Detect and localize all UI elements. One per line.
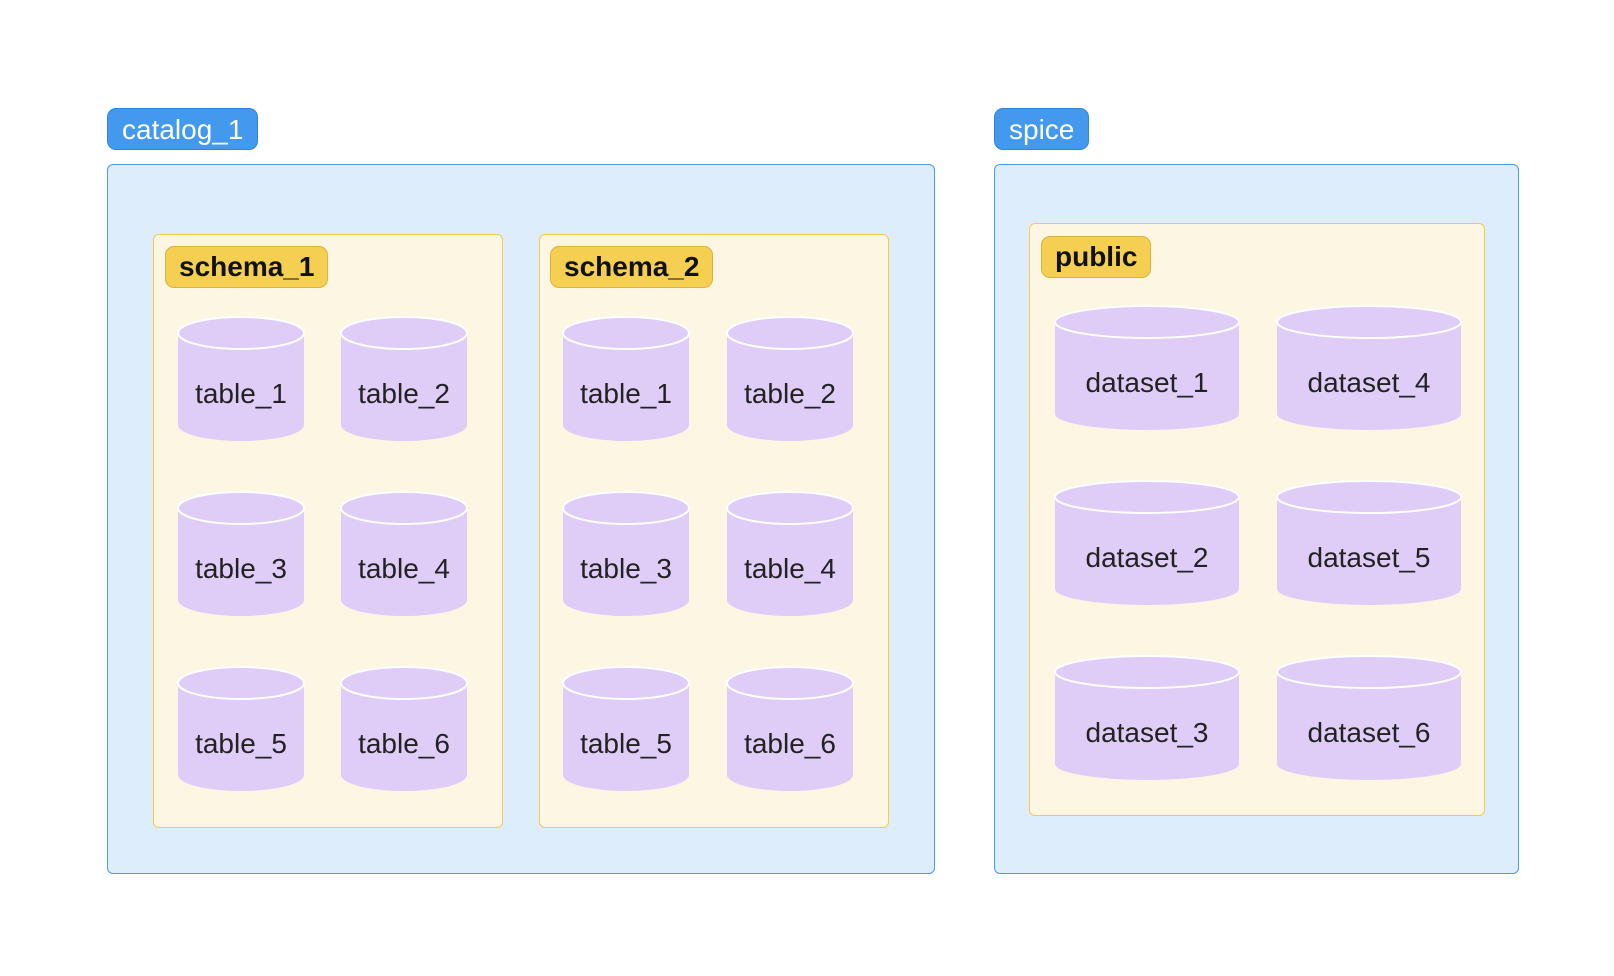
dataset-label: dataset_2 — [1086, 542, 1209, 573]
table-cylinder: table_3 — [562, 491, 690, 616]
dataset-cylinder: dataset_3 — [1054, 655, 1240, 780]
dataset-cylinder: dataset_5 — [1276, 480, 1462, 605]
table-cylinder: table_4 — [726, 491, 854, 616]
dataset-cylinder: dataset_1 — [1054, 305, 1240, 430]
dataset-cylinder: dataset_2 — [1054, 480, 1240, 605]
dataset-cylinder: dataset_4 — [1276, 305, 1462, 430]
catalog-label-catalog-1: catalog_1 — [107, 108, 259, 150]
table-label: table_3 — [195, 553, 287, 584]
schema-label-schema-2: schema_2 — [550, 246, 714, 288]
table-cylinder: table_6 — [726, 666, 854, 791]
table-label: table_6 — [358, 728, 450, 759]
dataset-label: dataset_1 — [1086, 367, 1209, 398]
table-label: table_5 — [580, 728, 672, 759]
table-cylinder: table_5 — [562, 666, 690, 791]
table-label: table_2 — [358, 378, 450, 409]
table-label: table_3 — [580, 553, 672, 584]
table-cylinder: table_4 — [340, 491, 468, 616]
table-cylinder: table_5 — [177, 666, 305, 791]
table-label: table_4 — [744, 553, 836, 584]
dataset-label: dataset_4 — [1308, 367, 1431, 398]
table-label: table_1 — [195, 378, 287, 409]
catalog-label-spice: spice — [994, 108, 1090, 150]
dataset-label: dataset_5 — [1308, 542, 1431, 573]
schema-label-schema-1: schema_1 — [165, 246, 329, 288]
table-label: table_1 — [580, 378, 672, 409]
table-label: table_2 — [744, 378, 836, 409]
table-label: table_5 — [195, 728, 287, 759]
schema-label-public: public — [1041, 236, 1152, 278]
dataset-cylinder: dataset_6 — [1276, 655, 1462, 780]
dataset-label: dataset_3 — [1086, 717, 1209, 748]
table-label: table_4 — [358, 553, 450, 584]
table-cylinder: table_2 — [726, 316, 854, 441]
table-cylinder: table_1 — [177, 316, 305, 441]
dataset-label: dataset_6 — [1308, 717, 1431, 748]
table-cylinder: table_1 — [562, 316, 690, 441]
table-label: table_6 — [744, 728, 836, 759]
table-cylinder: table_2 — [340, 316, 468, 441]
table-cylinder: table_3 — [177, 491, 305, 616]
table-cylinder: table_6 — [340, 666, 468, 791]
